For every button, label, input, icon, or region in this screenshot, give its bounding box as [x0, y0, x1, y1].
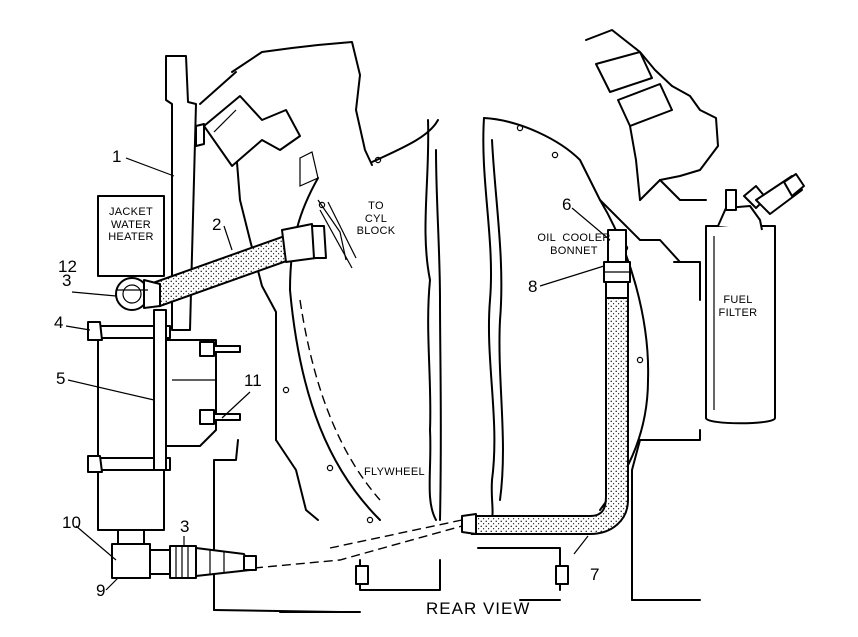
lower-fittings — [111, 529, 257, 579]
drain-line-dashed — [253, 519, 463, 569]
leader-lines — [65, 157, 611, 591]
flywheel-housing — [282, 119, 442, 524]
caption-line: TO — [368, 200, 384, 212]
callout-10: 10 — [62, 513, 81, 532]
callout-9: 9 — [96, 581, 106, 600]
heater-inlet-fitting — [115, 277, 161, 311]
caption-jacket-water-heater: JACKET WATER HEATER — [104, 206, 158, 244]
engine-block-left — [199, 41, 373, 613]
oil-cooler-fitting — [603, 229, 631, 299]
caption-fuel-filter: FUEL FILTER — [716, 294, 760, 319]
base-supports — [279, 547, 569, 613]
caption-line: CYL — [364, 212, 388, 225]
callout-5: 5 — [56, 369, 66, 388]
callout-3-upper: 3 — [62, 271, 72, 290]
mounting-bracket — [165, 55, 241, 447]
caption-line: BONNET — [550, 244, 598, 257]
caption-flywheel: FLYWHEEL — [364, 466, 425, 478]
callout-6: 6 — [562, 195, 572, 214]
caption-oil-cooler-bonnet: OIL COOLER BONNET — [526, 232, 622, 257]
callout-3-lower: 3 — [180, 517, 190, 536]
fuel-filter — [705, 173, 805, 425]
caption-line: FILTER — [718, 306, 758, 319]
caption-to-cyl-block: TO CYL BLOCK — [356, 200, 396, 238]
caption-line: JACKET — [109, 206, 153, 218]
return-hose — [461, 297, 629, 535]
callout-4: 4 — [54, 313, 64, 332]
caption-line: BLOCK — [356, 225, 396, 238]
jacket-water-heater — [87, 195, 171, 531]
callout-7: 7 — [590, 565, 600, 584]
callout-1: 1 — [112, 147, 122, 166]
callout-11: 11 — [244, 371, 262, 390]
flywheel-housing-right — [477, 117, 681, 531]
caption-line: FUEL — [723, 294, 753, 306]
callout-2: 2 — [212, 215, 222, 234]
engine-block-right — [585, 29, 719, 601]
upper-elbow — [203, 95, 301, 167]
view-title: REAR VIEW — [426, 599, 531, 618]
callout-12: 12 — [58, 257, 77, 276]
caption-line: WATER — [111, 218, 151, 231]
callout-8: 8 — [528, 277, 538, 296]
caption-line: HEATER — [108, 231, 154, 244]
caption-line: OIL COOLER — [537, 232, 611, 244]
